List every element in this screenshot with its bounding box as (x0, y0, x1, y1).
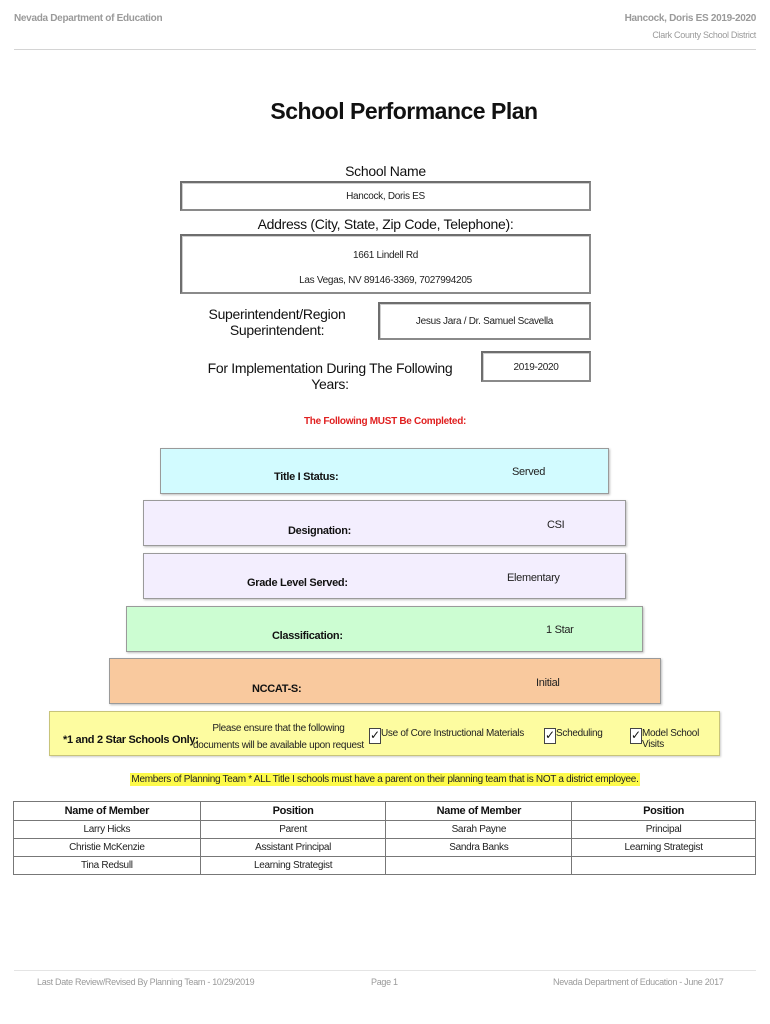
column-header-position-2: Position (571, 801, 756, 821)
table-row: Christie McKenzie Assistant Principal Sa… (13, 838, 756, 857)
superintendent-label: Superintendent/Region Superintendent: (196, 306, 358, 338)
table-cell[interactable]: Christie McKenzie (13, 838, 201, 857)
nccat-s-label: NCCAT-S: (252, 683, 302, 695)
core-materials-checkbox[interactable]: ✓ (369, 728, 381, 744)
table-header-row: Name of Member Position Name of Member P… (13, 801, 756, 821)
core-materials-label: Use of Core Instructional Materials (381, 728, 524, 739)
address-line-1: 1661 Lindell Rd (353, 250, 418, 261)
footer-review-date: Last Date Review/Revised By Planning Tea… (37, 977, 255, 987)
classification-band: Classification: 1 Star (126, 606, 643, 652)
table-cell[interactable]: Assistant Principal (199, 838, 387, 857)
planning-team-table: Name of Member Position Name of Member P… (13, 801, 756, 875)
designation-label: Designation: (288, 525, 352, 537)
column-header-position-1: Position (199, 801, 387, 821)
must-complete-heading: The Following MUST Be Completed: (303, 416, 467, 427)
title-i-status-band: Title I Status: Served (160, 448, 609, 494)
table-cell[interactable] (385, 856, 573, 875)
footer-divider (14, 970, 756, 971)
address-label: Address (City, State, Zip Code, Telephon… (257, 216, 514, 232)
column-header-name-2: Name of Member (385, 801, 573, 821)
scheduling-checkbox[interactable]: ✓ (544, 728, 556, 744)
title-i-status-label: Title I Status: (274, 471, 339, 483)
star-schools-note-line2: documents will be available upon request (193, 740, 364, 751)
implementation-years-label: For Implementation During The Following … (207, 360, 453, 392)
superintendent-label-line1: Superintendent/Region (208, 306, 346, 322)
school-name-field[interactable]: Hancock, Doris ES (180, 181, 591, 211)
planning-team-note: Members of Planning Team * ALL Title I s… (0, 769, 770, 787)
superintendent-field[interactable]: Jesus Jara / Dr. Samuel Scavella (378, 302, 591, 340)
header-divider (14, 49, 756, 50)
implementation-years-field[interactable]: 2019-2020 (481, 351, 591, 382)
table-cell[interactable]: Larry Hicks (13, 820, 201, 839)
table-row: Tina Redsull Learning Strategist (13, 856, 756, 875)
table-cell[interactable]: Sarah Payne (385, 820, 573, 839)
table-cell[interactable]: Parent (199, 820, 387, 839)
nccat-s-value[interactable]: Initial (536, 677, 560, 689)
table-cell[interactable]: Tina Redsull (13, 856, 201, 875)
address-field[interactable]: 1661 Lindell Rd Las Vegas, NV 89146-3369… (180, 234, 591, 294)
header-school-year: Hancock, Doris ES 2019-2020 (624, 13, 757, 24)
column-header-name-1: Name of Member (13, 801, 201, 821)
grade-level-value[interactable]: Elementary (507, 572, 560, 584)
star-schools-note-line1: Please ensure that the following (212, 723, 345, 734)
star-schools-label: *1 and 2 Star Schools Only: (63, 734, 199, 746)
classification-value[interactable]: 1 Star (546, 624, 574, 636)
designation-value[interactable]: CSI (547, 519, 565, 531)
footer-page-number: Page 1 (371, 977, 398, 987)
table-cell[interactable]: Learning Strategist (571, 838, 756, 857)
model-school-visits-label: Model School Visits (642, 728, 699, 750)
table-cell[interactable]: Learning Strategist (199, 856, 387, 875)
page-title: School Performance Plan (270, 98, 538, 124)
school-name-label: School Name (345, 163, 426, 179)
nccat-s-band: NCCAT-S: Initial (109, 658, 661, 704)
star-schools-note: Please ensure that the following documen… (193, 720, 364, 754)
title-i-status-value[interactable]: Served (512, 466, 546, 478)
table-cell[interactable]: Principal (571, 820, 756, 839)
address-line-2: Las Vegas, NV 89146-3369, 7027994205 (299, 275, 472, 286)
table-cell[interactable] (571, 856, 756, 875)
header-org: Nevada Department of Education (14, 13, 163, 24)
scheduling-label: Scheduling (556, 728, 603, 739)
header-district: Clark County School District (652, 30, 756, 40)
planning-team-note-text: Members of Planning Team * ALL Title I s… (130, 773, 640, 786)
model-school-visits-checkbox[interactable]: ✓ (630, 728, 642, 744)
grade-level-label: Grade Level Served: (247, 577, 348, 589)
star-schools-row: *1 and 2 Star Schools Only: Please ensur… (49, 711, 720, 756)
table-cell[interactable]: Sandra Banks (385, 838, 573, 857)
footer-source: Nevada Department of Education - June 20… (553, 977, 724, 987)
table-row: Larry Hicks Parent Sarah Payne Principal (13, 820, 756, 839)
designation-band: Designation: CSI (143, 500, 626, 546)
classification-label: Classification: (272, 630, 343, 642)
superintendent-label-line2: Superintendent: (229, 322, 325, 338)
grade-level-band: Grade Level Served: Elementary (143, 553, 626, 599)
